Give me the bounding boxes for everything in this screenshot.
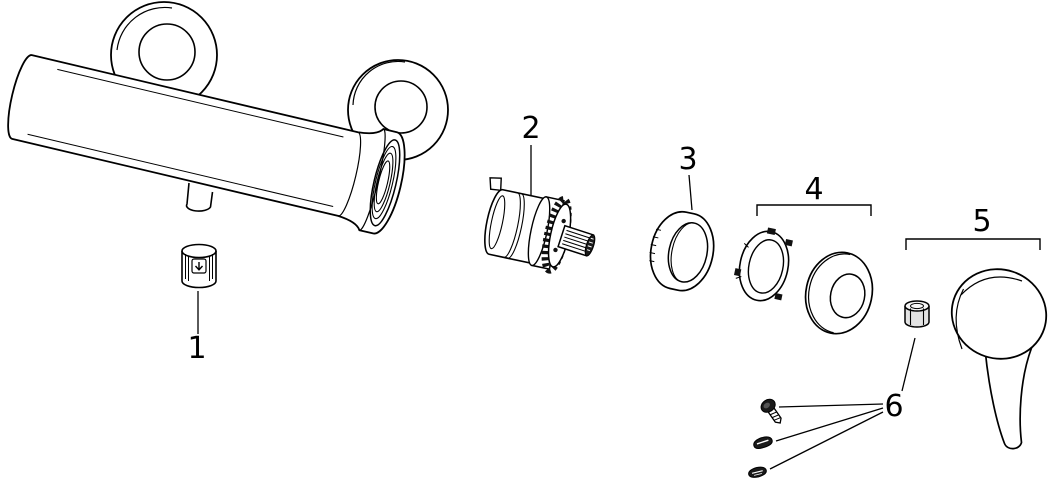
part-retainer-ring [733, 227, 793, 302]
faucet-body-tube [7, 54, 406, 235]
leader-line-3 [688, 174, 693, 211]
leader-line-6-screw [778, 403, 884, 408]
handle-lever-arm [984, 347, 1033, 450]
leader-line-6-clip2 [769, 411, 884, 470]
callout-label-3: 3 [678, 142, 697, 177]
part-handle-nut [904, 300, 930, 328]
thread-opening [369, 139, 401, 227]
callout-label-4: 4 [804, 172, 823, 207]
part-handle-screw [760, 398, 782, 424]
handle-knob [950, 268, 1048, 360]
part-fixing-clip-1 [753, 436, 773, 449]
part-flow-restrictor [181, 243, 217, 289]
part-lever-handle [950, 268, 1048, 450]
callout-label-2: 2 [521, 111, 540, 146]
flow-direction-arrow-icon [194, 262, 204, 271]
bracket-4 [756, 204, 872, 216]
callout-leader-lines [197, 145, 916, 470]
part-escutcheon [804, 251, 874, 335]
leader-line-6-clip1 [775, 407, 884, 442]
bracket-5 [905, 238, 1041, 250]
callout-label-5: 5 [972, 204, 991, 239]
part-cartridge [484, 177, 596, 274]
leader-line-6-nut [901, 337, 916, 392]
part-fixing-clip-2 [748, 466, 767, 478]
part-trim-ring [649, 210, 715, 292]
cartridge-spline-stem [557, 224, 596, 257]
callout-label-1: 1 [187, 331, 206, 366]
outlet-stub [185, 182, 214, 212]
callout-label-6: 6 [884, 389, 903, 424]
